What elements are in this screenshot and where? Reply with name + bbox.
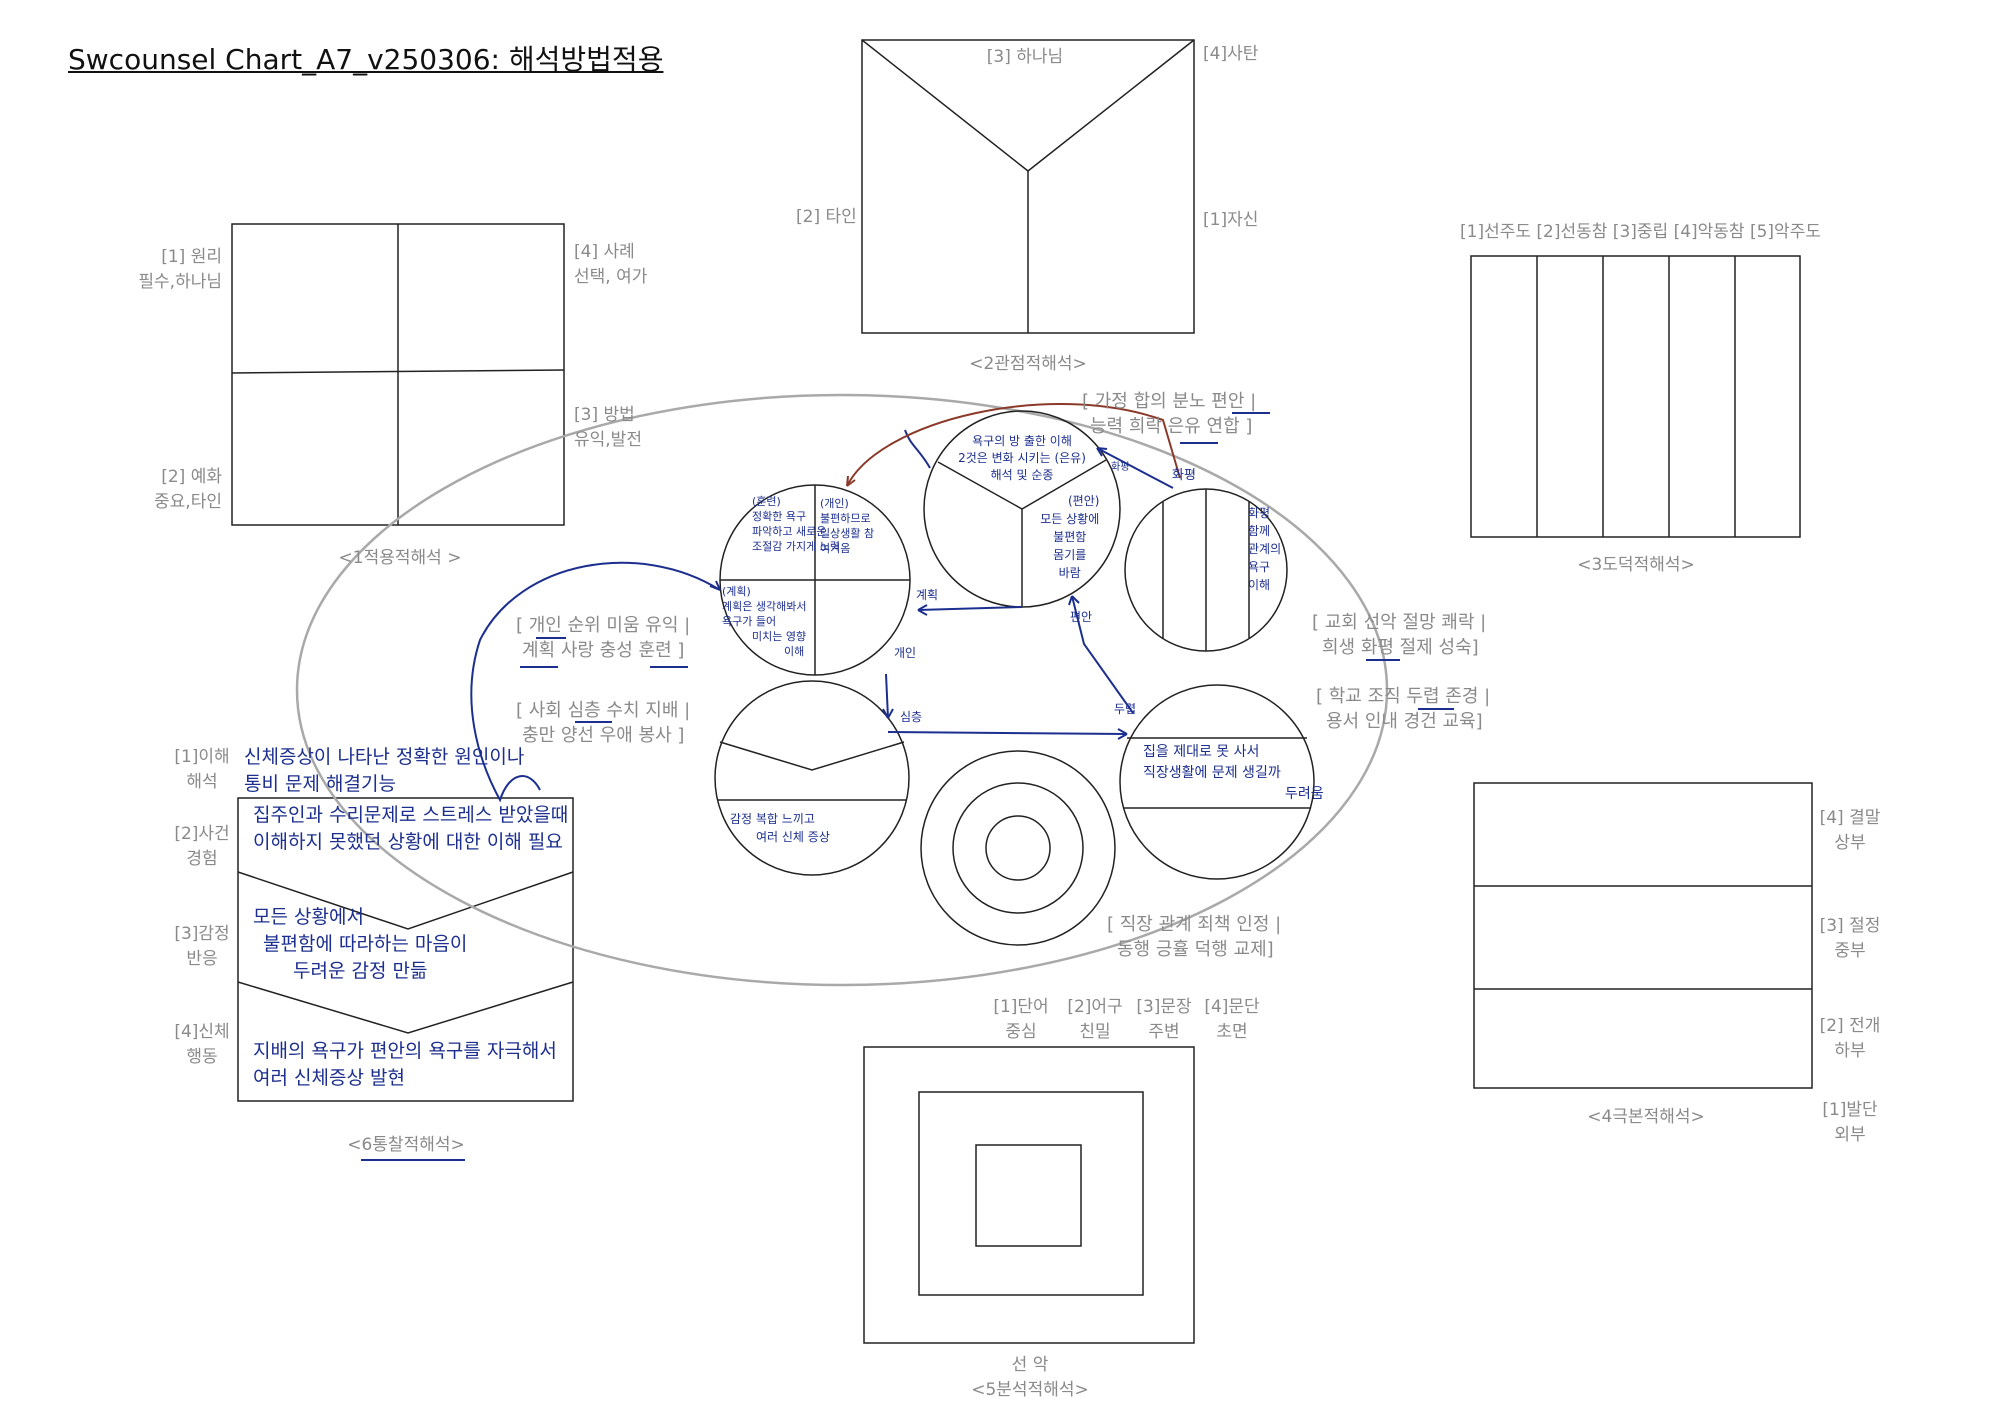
d2-self-label: [1]자신 [1203,210,1259,230]
arrow-label-plan: 계획 [916,588,939,602]
d5-caption: <5분석적해석> [971,1380,1089,1400]
circle-church-head: 화평 [1172,468,1196,483]
d5-good-evil-label: 선 악 [1011,1355,1049,1375]
d2-caption: <2관점적해석> [969,354,1087,374]
d1-caption: <1적용적해석 > [338,548,462,568]
d6-caption: <6통찰적해석> [347,1135,465,1155]
d3-header: [1]선주도 [2]선동참 [3]중립 [4]악동참 [5]악주도 [1460,222,1821,242]
arrow-label-harmony: 화평 [1111,462,1130,473]
category-church: [ 교회 선악 절망 쾌락 |희생 화평 절제 성숙] [1312,612,1487,658]
category-personal: [ 개인 순위 미움 유익 |계획 사랑 충성 훈련 ] [516,615,691,661]
d4-caption: <4극본적해석> [1587,1107,1705,1127]
d2-other-label: [2] 타인 [796,207,857,227]
category-family: [ 가정 합의 분노 편안 |능력 희락 은유 연합 ] [1082,391,1257,437]
arrow-label-peace: 편안 [1070,610,1093,624]
center-ellipse [295,393,1389,987]
d4-frame [1473,782,1813,1089]
d3-frame [1470,255,1801,538]
ink-arrows [470,429,1174,803]
d6-frame [237,797,574,1102]
category-work: [ 직장 관계 죄책 인정 |동행 긍휼 덕행 교제] [1107,914,1282,960]
d2-god-label: [3] 하나님 [986,47,1064,67]
category-society: [ 사회 심층 수치 지배 |충만 양선 우애 봉사 ] [516,700,691,746]
d6-chev2 [237,981,574,1034]
page-title: Swcounsel Chart_A7_v250306: 해석방법적용 [68,43,664,76]
circle-school [1119,684,1315,880]
d6-chev1 [237,871,574,930]
d5-inner [975,1144,1082,1247]
d3-caption: <3도덕적해석> [1577,555,1695,575]
keyword-underlines [361,412,1454,1161]
d5-mid [918,1091,1144,1296]
d1-hline [231,369,565,374]
category-school: [ 학교 조직 두렵 존경 |용서 인내 경건 교육] [1316,686,1491,732]
d2-satan-label: [4]사탄 [1203,44,1259,64]
d5-outer [863,1046,1195,1344]
arrow-label-fear: 두렵 [1114,702,1137,716]
brown-arc [846,403,1181,487]
d6-handwriting-emotion: 모든 상황에서 불편함에 따라하는 마음이 두려운 감정 만듦 [253,906,468,982]
circle-work [920,750,1116,946]
arrow-label-depth: 심층 [900,710,923,724]
arrow-label-personal: 개인 [894,646,917,660]
circle-society [714,680,910,876]
